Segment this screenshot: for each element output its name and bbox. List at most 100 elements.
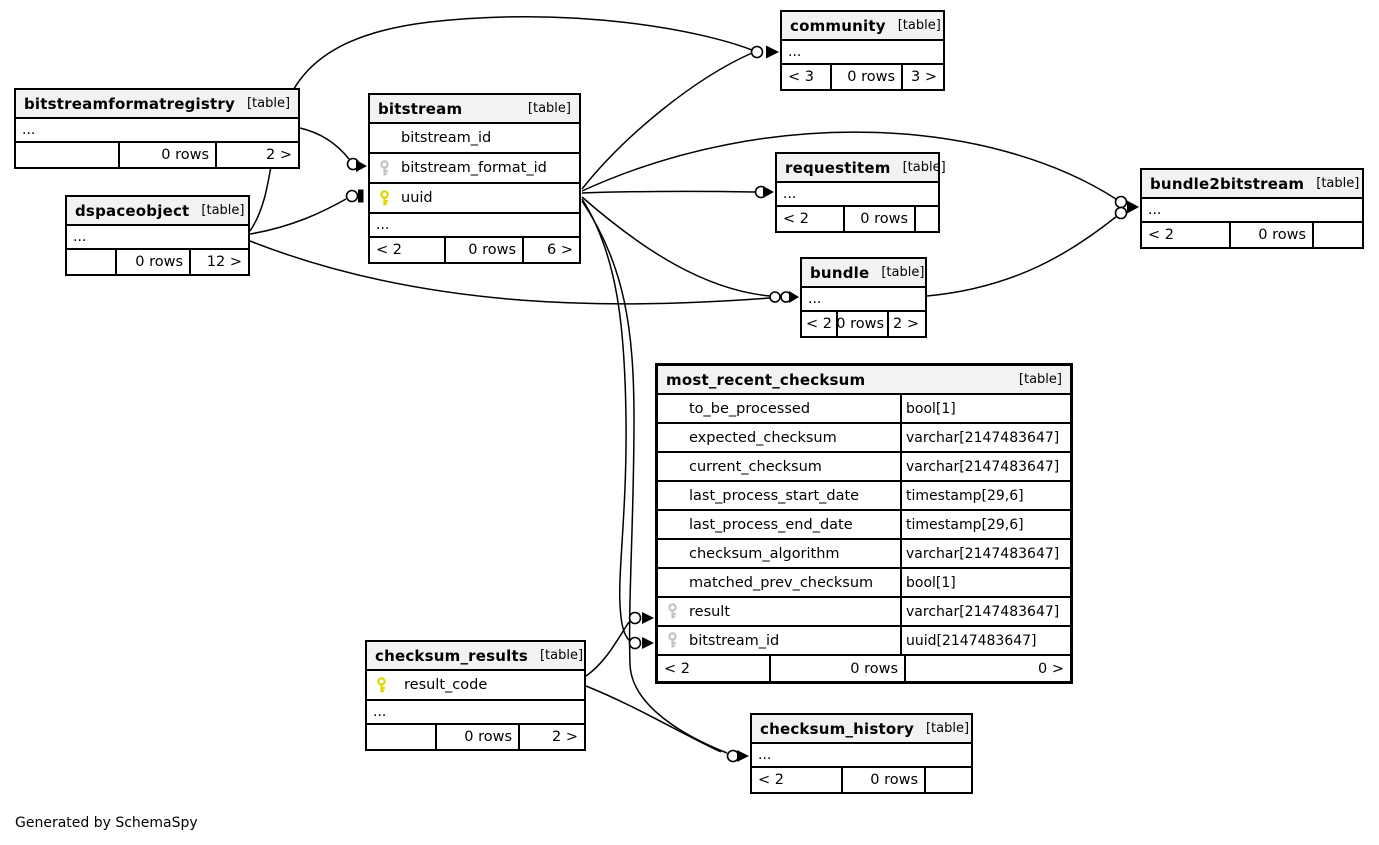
table-header: checksum_results [table] bbox=[367, 642, 584, 671]
table-title[interactable]: dspaceobject bbox=[75, 201, 190, 220]
column-row: expected_checksum varchar[2147483647] bbox=[658, 424, 1070, 453]
table-header: community [table] bbox=[782, 12, 943, 41]
row-count: 0 rows bbox=[1229, 223, 1312, 247]
table-title[interactable]: bitstream bbox=[378, 99, 463, 118]
column-row: to_be_processed bool[1] bbox=[658, 395, 1070, 424]
connector-circle bbox=[726, 749, 740, 763]
table-header: bundle [table] bbox=[802, 259, 925, 288]
parent-count[interactable]: < 2 bbox=[806, 316, 832, 332]
connector-arrow bbox=[766, 45, 779, 59]
table-footer: < 2 0 rows 2 > bbox=[802, 312, 925, 336]
table-title[interactable]: checksum_history bbox=[760, 719, 914, 738]
table-footer: < 2 0 rows bbox=[1142, 223, 1362, 247]
parent-count[interactable]: < 2 bbox=[758, 772, 784, 788]
child-count[interactable]: 2 > bbox=[518, 725, 584, 749]
column-name: matched_prev_checksum bbox=[689, 574, 874, 591]
table-title[interactable]: most_recent_checksum bbox=[666, 370, 866, 389]
columns-ellipsis: ... bbox=[16, 119, 298, 143]
parent-count[interactable]: < 2 bbox=[783, 211, 809, 227]
table-title[interactable]: bundle bbox=[810, 263, 870, 282]
column-name: bitstream_id bbox=[401, 130, 492, 146]
foreign-key-icon bbox=[380, 159, 389, 175]
edge-bitstream-bundle bbox=[581, 196, 771, 297]
edge-checksumresults-mostrecentchecksum bbox=[585, 621, 630, 677]
column-name: last_process_end_date bbox=[689, 516, 853, 533]
table-checksum-results[interactable]: checksum_results [table] result_code ...… bbox=[365, 640, 586, 751]
table-checksum-history[interactable]: checksum_history [table] ... < 2 0 rows bbox=[750, 713, 973, 794]
connector-circle bbox=[750, 45, 764, 59]
table-footer: < 2 0 rows bbox=[752, 768, 971, 792]
foreign-key-icon bbox=[668, 603, 677, 619]
child-count[interactable]: 6 > bbox=[522, 238, 579, 262]
table-header: bundle2bitstream [table] bbox=[1142, 170, 1362, 199]
table-tag: [table] bbox=[925, 721, 970, 736]
column-row: matched_prev_checksum bool[1] bbox=[658, 569, 1070, 598]
table-title[interactable]: checksum_results bbox=[375, 646, 528, 665]
table-footer: 0 rows 2 > bbox=[16, 143, 298, 167]
column-name: bitstream_format_id bbox=[401, 160, 547, 176]
columns-ellipsis: ... bbox=[1142, 199, 1362, 223]
child-count[interactable]: 2 > bbox=[215, 143, 298, 167]
column-type: timestamp[29,6] bbox=[900, 482, 1070, 509]
connector-bar bbox=[358, 189, 364, 203]
table-title[interactable]: community bbox=[790, 16, 886, 35]
connector-arrow bbox=[1127, 200, 1139, 214]
table-tag: [table] bbox=[902, 160, 946, 175]
table-title[interactable]: bundle2bitstream bbox=[1150, 174, 1305, 193]
table-dspaceobject[interactable]: dspaceobject [table] ... 0 rows 12 > bbox=[65, 195, 250, 276]
table-most-recent-checksum[interactable]: most_recent_checksum [table] to_be_proce… bbox=[655, 363, 1073, 684]
child-count bbox=[1312, 223, 1362, 247]
connector-circle bbox=[1114, 206, 1128, 220]
columns-ellipsis: ... bbox=[782, 41, 943, 65]
parent-count[interactable]: < 2 bbox=[1148, 227, 1174, 243]
edge-bitstreamformatregistry-bitstream bbox=[299, 127, 350, 160]
table-requestitem[interactable]: requestitem [table] ... < 2 0 rows bbox=[775, 152, 946, 233]
table-bitstream[interactable]: bitstream [table] bitstream_id bitstream… bbox=[368, 93, 581, 264]
table-bitstreamformatregistry[interactable]: bitstreamformatregistry [table] ... 0 ro… bbox=[14, 88, 300, 169]
child-count[interactable]: 0 > bbox=[904, 656, 1070, 681]
parent-count[interactable]: < 3 bbox=[788, 69, 814, 85]
column-name: last_process_start_date bbox=[689, 487, 860, 504]
row-count: 0 rows bbox=[836, 312, 887, 336]
columns-ellipsis: ... bbox=[370, 214, 579, 238]
parent-count[interactable]: < 2 bbox=[664, 660, 690, 677]
connector-circle bbox=[345, 189, 359, 203]
table-bundle[interactable]: bundle [table] ... < 2 0 rows 2 > bbox=[800, 257, 927, 338]
column-row: bitstream_format_id bbox=[370, 154, 579, 184]
column-row: last_process_start_date timestamp[29,6] bbox=[658, 482, 1070, 511]
table-footer: < 2 0 rows bbox=[777, 207, 938, 231]
parent-count[interactable]: < 2 bbox=[376, 242, 402, 258]
column-row: checksum_algorithm varchar[2147483647] bbox=[658, 540, 1070, 569]
edge-dspaceobject-bundle bbox=[249, 240, 771, 305]
column-type: timestamp[29,6] bbox=[900, 511, 1070, 538]
row-count: 0 rows bbox=[841, 768, 924, 792]
child-count[interactable]: 12 > bbox=[189, 250, 248, 274]
table-tag: [table] bbox=[897, 18, 941, 33]
table-tag: [table] bbox=[201, 203, 245, 218]
columns-ellipsis: ... bbox=[777, 183, 938, 207]
table-header: bitstream [table] bbox=[370, 95, 579, 124]
column-row: last_process_end_date timestamp[29,6] bbox=[658, 511, 1070, 540]
column-type: varchar[2147483647] bbox=[900, 453, 1070, 480]
connector-arrow bbox=[356, 160, 367, 172]
table-title[interactable]: bitstreamformatregistry bbox=[24, 94, 235, 113]
row-count: 0 rows bbox=[444, 238, 522, 262]
table-tag: [table] bbox=[539, 648, 584, 663]
table-footer: < 2 0 rows 0 > bbox=[658, 656, 1070, 681]
child-count[interactable]: 3 > bbox=[901, 65, 943, 89]
columns-ellipsis: ... bbox=[367, 701, 584, 725]
connector-arrow bbox=[642, 612, 654, 624]
column-name: current_checksum bbox=[689, 458, 822, 475]
child-count bbox=[924, 768, 971, 792]
table-title[interactable]: requestitem bbox=[785, 158, 891, 177]
table-community[interactable]: community [table] ... < 3 0 rows 3 > bbox=[780, 10, 945, 91]
primary-key-icon bbox=[377, 676, 386, 692]
edge-bundle-bundle2bitstream bbox=[926, 215, 1118, 297]
edge-bitstream-checksumhistory bbox=[581, 200, 728, 754]
child-count[interactable]: 2 > bbox=[887, 312, 925, 336]
columns-ellipsis: ... bbox=[752, 744, 971, 768]
edge-bitstream-requestitem bbox=[581, 190, 756, 194]
edge-dspaceobject-bitstream bbox=[249, 198, 347, 235]
columns-ellipsis: ... bbox=[802, 288, 925, 312]
table-bundle2bitstream[interactable]: bundle2bitstream [table] ... < 2 0 rows bbox=[1140, 168, 1364, 249]
